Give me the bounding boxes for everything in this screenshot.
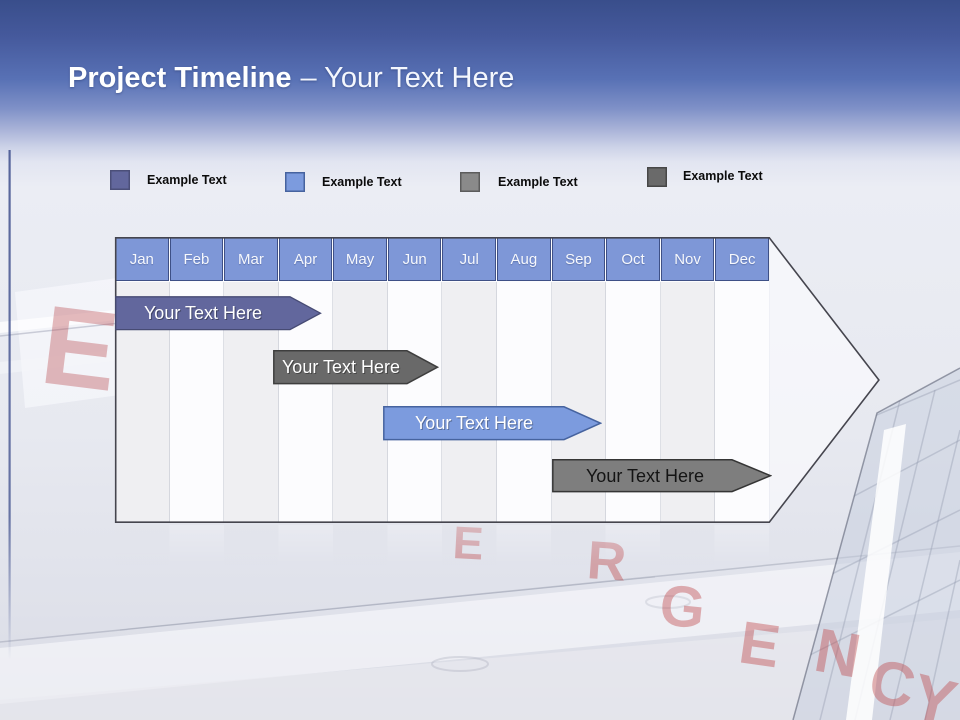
legend-item-2: Example Text (285, 172, 402, 192)
timeline-bar-1[interactable]: Your Text Here Your Text Here (115, 296, 322, 331)
month-cell-nov: Nov (660, 237, 715, 281)
legend-label[interactable]: Example Text (147, 173, 227, 187)
bar-label: Your Text Here (144, 303, 262, 323)
timeline-bar-2[interactable]: Your Text Here Your Text Here (273, 350, 439, 385)
timeline-bar-4[interactable]: Your Text Here (552, 459, 772, 493)
photo-letter: E (451, 516, 484, 570)
slide-title-secondary: – Your Text Here (300, 62, 515, 94)
legend-item-3: Example Text (460, 172, 578, 192)
month-column (442, 282, 498, 523)
legend-item-4: Example Text (647, 167, 763, 187)
legend-label[interactable]: Example Text (322, 175, 402, 189)
legend-label[interactable]: Example Text (683, 169, 763, 183)
photo-letter: E (735, 609, 784, 681)
slide-title[interactable]: Project Timeline– Your Text Here (68, 62, 514, 95)
month-cell-mar: Mar (224, 237, 278, 281)
photo-letter: G (657, 572, 709, 641)
month-cell-may: May (333, 237, 387, 281)
legend-swatch-lightblue (285, 172, 305, 192)
legend-item-1: Example Text (110, 170, 227, 190)
month-cell-feb: Feb (169, 237, 224, 281)
photo-letter: R (585, 530, 628, 593)
left-accent-line (8, 150, 11, 660)
legend-swatch-darkgray (647, 167, 667, 187)
photo-canopy (0, 545, 960, 720)
month-header-row: Jan Feb Mar Apr May Jun Jul Aug Sep Oct … (115, 237, 769, 281)
month-cell-oct: Oct (606, 237, 660, 281)
legend-swatch-purple (110, 170, 130, 190)
month-cell-apr: Apr (278, 237, 333, 281)
photo-right-building (792, 367, 960, 720)
bar-label: Your Text Here (586, 466, 704, 486)
month-cell-dec: Dec (715, 237, 769, 281)
legend-swatch-gray (460, 172, 480, 192)
month-column (497, 282, 552, 523)
photo-letter-E-large: E (35, 282, 124, 415)
month-cell-jun: Jun (387, 237, 442, 281)
timeline-reflection (115, 525, 769, 573)
legend-label[interactable]: Example Text (498, 175, 578, 189)
month-cell-jan: Jan (115, 237, 169, 281)
month-column (333, 282, 388, 523)
month-cell-aug: Aug (497, 237, 551, 281)
month-column (387, 282, 443, 523)
bar-label: Your Text Here (415, 413, 533, 433)
month-cell-jul: Jul (442, 237, 497, 281)
slide-title-primary: Project Timeline (68, 62, 292, 94)
bar-label: Your Text Here (282, 357, 400, 377)
month-cell-sep: Sep (551, 237, 606, 281)
timeline-bar-3[interactable]: Your Text Here Your Text Here (383, 406, 602, 441)
